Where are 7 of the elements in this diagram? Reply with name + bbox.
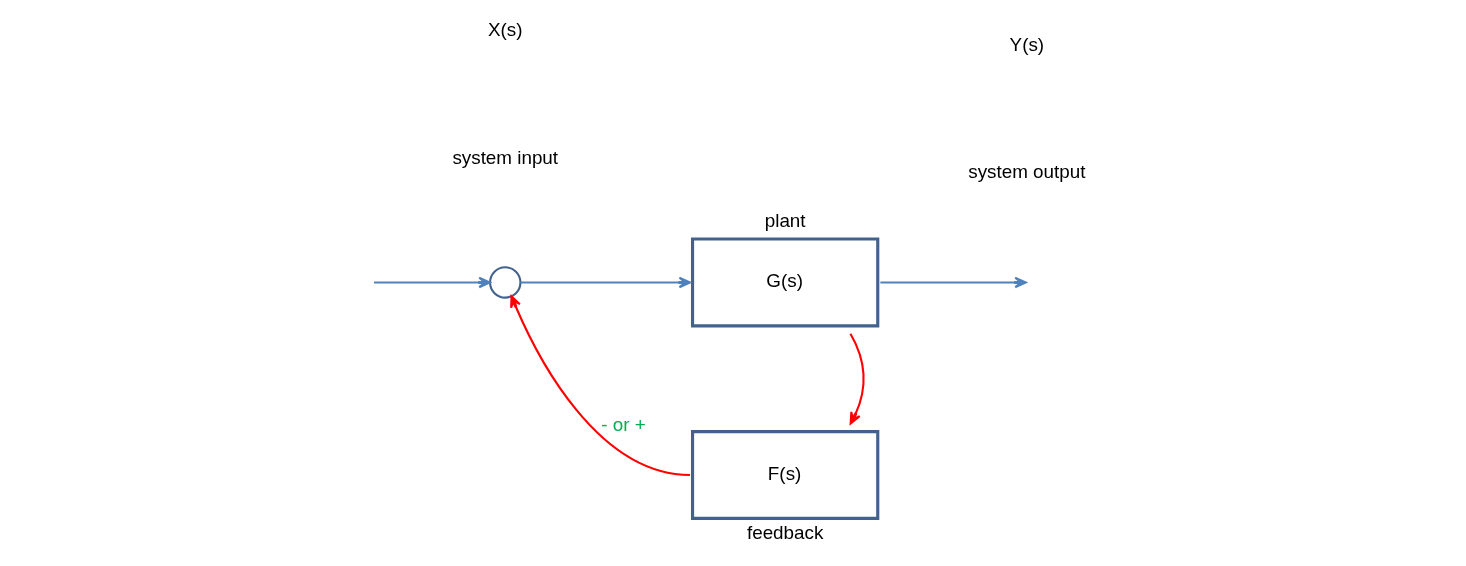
label: Y(s) [1009,33,1044,55]
node-label: feedback [746,522,823,544]
label: X(s) [487,18,523,40]
node-label: plant [764,210,806,232]
label: system input [451,146,558,168]
edge-label: - or + [600,414,646,436]
label: system output [967,161,1085,183]
